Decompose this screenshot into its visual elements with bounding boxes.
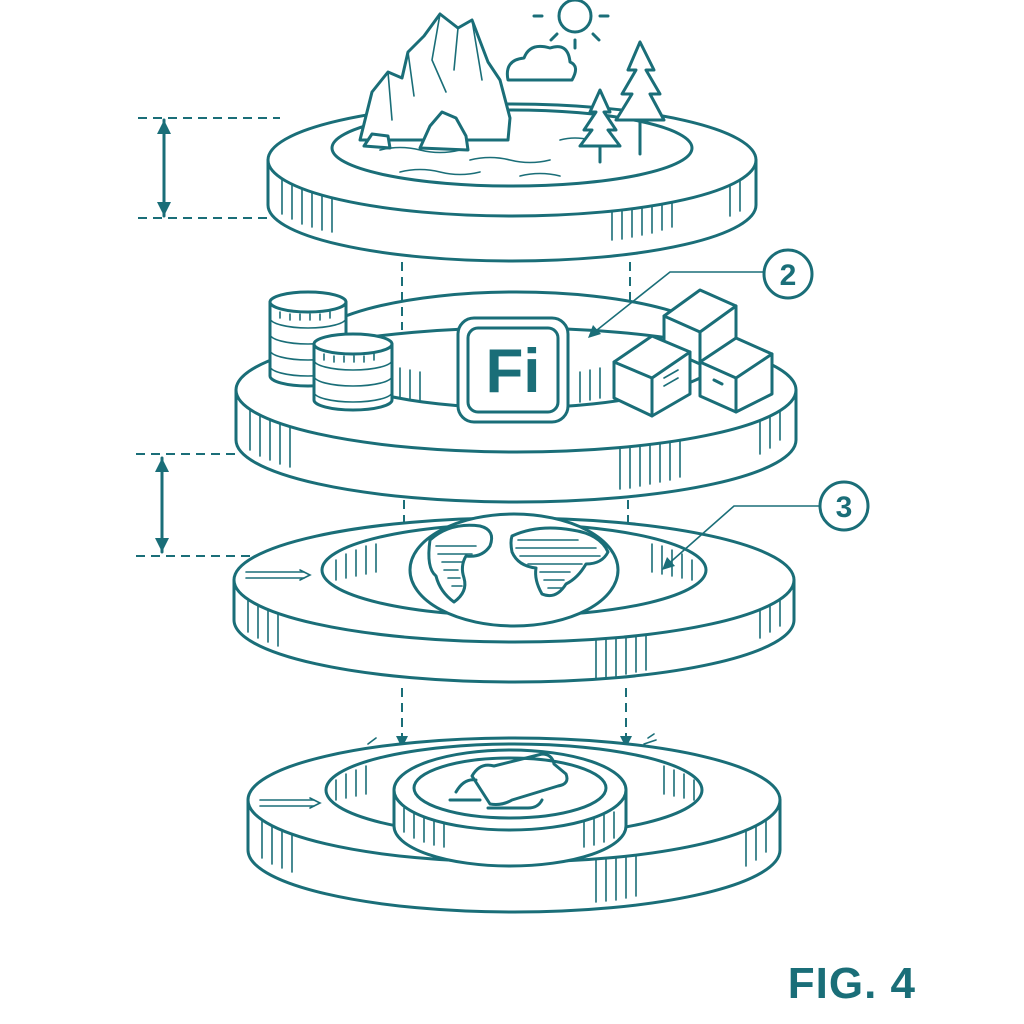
- disc-side-hatching: [281, 175, 741, 241]
- cube-boxes-icon: [612, 288, 774, 418]
- layer-1-landscape-disc: [266, 102, 758, 263]
- landscape-icon: [358, 0, 666, 164]
- figure-label: FIG. 4: [788, 959, 916, 1008]
- sun-icon: [532, 0, 610, 50]
- coin-stack-icon: [268, 290, 394, 412]
- height-dimension-marker: [138, 117, 280, 219]
- connector-dashed-line: [396, 688, 632, 748]
- callout-3: 3: [662, 480, 870, 570]
- disc-side-hatching: [261, 815, 767, 903]
- flow-arrow-icon: [259, 797, 322, 809]
- cloud-icon: [505, 44, 577, 82]
- hand-coin-icon: [392, 748, 628, 868]
- disc-side-hatching: [249, 403, 781, 490]
- callout-number: 3: [836, 491, 853, 524]
- water-ripples-icon: [379, 137, 591, 177]
- flow-arrow-icon: [245, 569, 312, 581]
- fi-logo-text: Fi: [485, 337, 540, 406]
- callout-number: 2: [780, 259, 797, 292]
- globe-icon: [408, 512, 620, 628]
- callout-2: 2: [588, 248, 814, 338]
- connector-dashed-line: [401, 262, 631, 330]
- fi-logo-icon: Fi: [456, 316, 570, 424]
- tick-mark-icon: [367, 733, 657, 749]
- pine-trees-icon: [578, 40, 666, 164]
- height-dimension-marker: [136, 453, 250, 557]
